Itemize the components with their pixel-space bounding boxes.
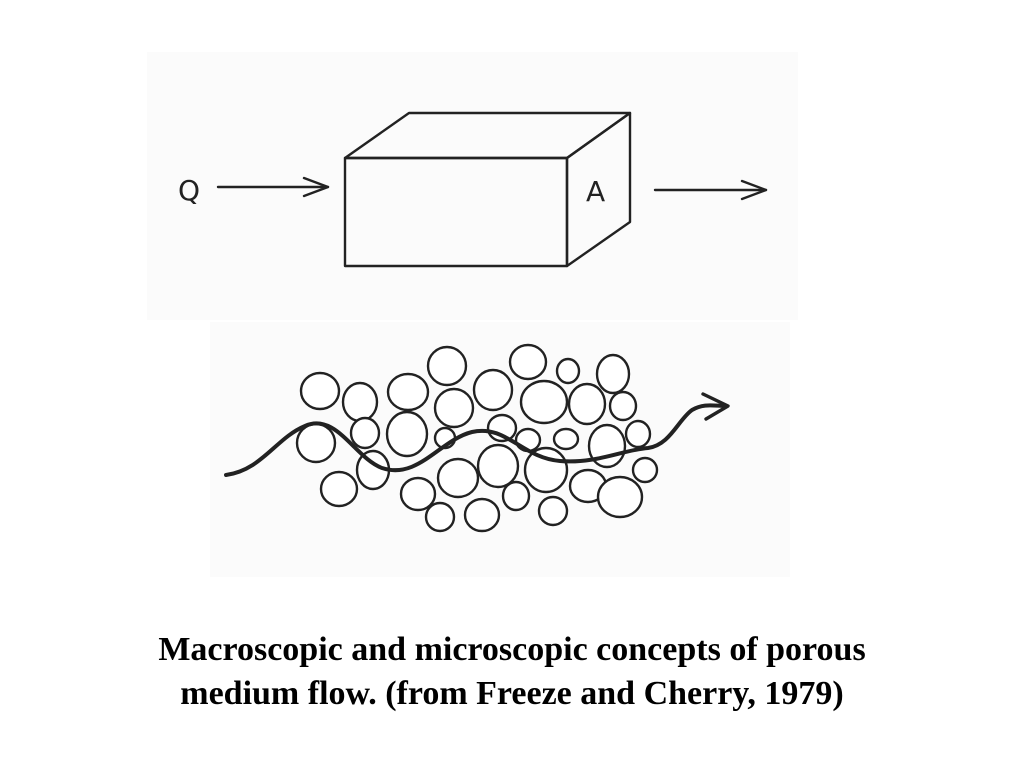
block-front-face — [343, 156, 569, 268]
block-top-face — [343, 111, 632, 160]
grain — [476, 443, 520, 489]
figure-caption: Macroscopic and microscopic concepts of … — [40, 628, 984, 716]
grain — [555, 357, 581, 385]
grain — [508, 343, 548, 381]
grain — [436, 457, 480, 499]
grain — [523, 446, 569, 494]
grain — [596, 475, 644, 519]
grain — [386, 372, 430, 412]
grain — [319, 470, 359, 508]
grain — [424, 501, 456, 533]
grain — [567, 382, 607, 426]
grain — [624, 419, 652, 449]
grain — [631, 456, 659, 484]
grain — [537, 495, 569, 527]
grain — [552, 427, 580, 451]
grain — [399, 476, 437, 512]
grain — [519, 379, 569, 425]
grain — [433, 387, 475, 429]
outflow-arrow — [653, 179, 768, 201]
caption-line-1: Macroscopic and microscopic concepts of … — [158, 631, 866, 668]
porous-flow-figure: Q A — [178, 111, 768, 533]
grain — [595, 353, 631, 395]
grain — [299, 371, 341, 411]
grain — [472, 368, 514, 412]
grain — [426, 345, 468, 387]
macroscopic-diagram: Q A — [178, 111, 768, 268]
grain — [341, 381, 379, 423]
caption-line-2: medium flow. (from Freeze and Cherry, 19… — [180, 675, 844, 712]
grain — [501, 480, 531, 512]
inflow-label: Q — [178, 174, 200, 207]
flow-diagram: Q A — [178, 111, 768, 533]
grain — [349, 416, 381, 450]
grain-cluster — [295, 343, 659, 533]
porous-block — [343, 111, 632, 268]
grain — [608, 390, 638, 422]
area-label: A — [586, 175, 605, 208]
inflow-arrow — [216, 176, 330, 198]
grain — [385, 410, 429, 458]
block-side-face — [565, 111, 632, 268]
grain — [463, 497, 501, 533]
grain — [295, 422, 337, 464]
microscopic-diagram — [224, 343, 730, 533]
flow-path — [224, 392, 730, 477]
